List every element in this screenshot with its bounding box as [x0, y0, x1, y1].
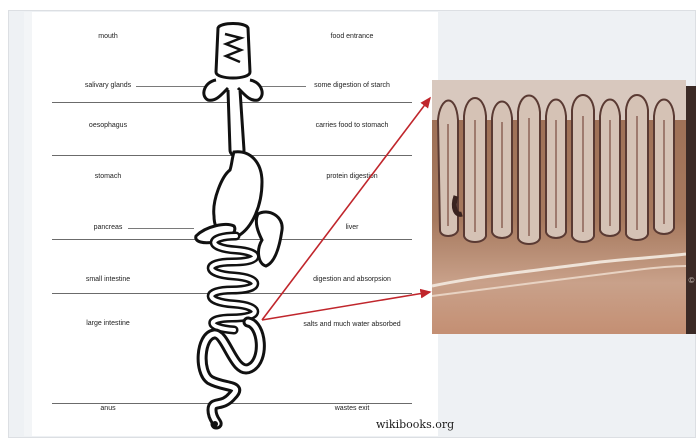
- watermark: wikibooks.org: [376, 418, 454, 431]
- pointer-arrows: [262, 98, 430, 320]
- arrow-to-bottom: [262, 292, 430, 320]
- micrograph-edge-strip: ©: [686, 86, 696, 334]
- arrow-to-top: [262, 98, 430, 320]
- anus-shape: [212, 421, 218, 427]
- oesophagus-shape: [228, 90, 244, 156]
- intestine-micrograph: [432, 80, 686, 334]
- micrograph-edge-text: ©: [686, 276, 696, 285]
- mouth-shape: [216, 24, 250, 79]
- liver-shape: [256, 212, 282, 266]
